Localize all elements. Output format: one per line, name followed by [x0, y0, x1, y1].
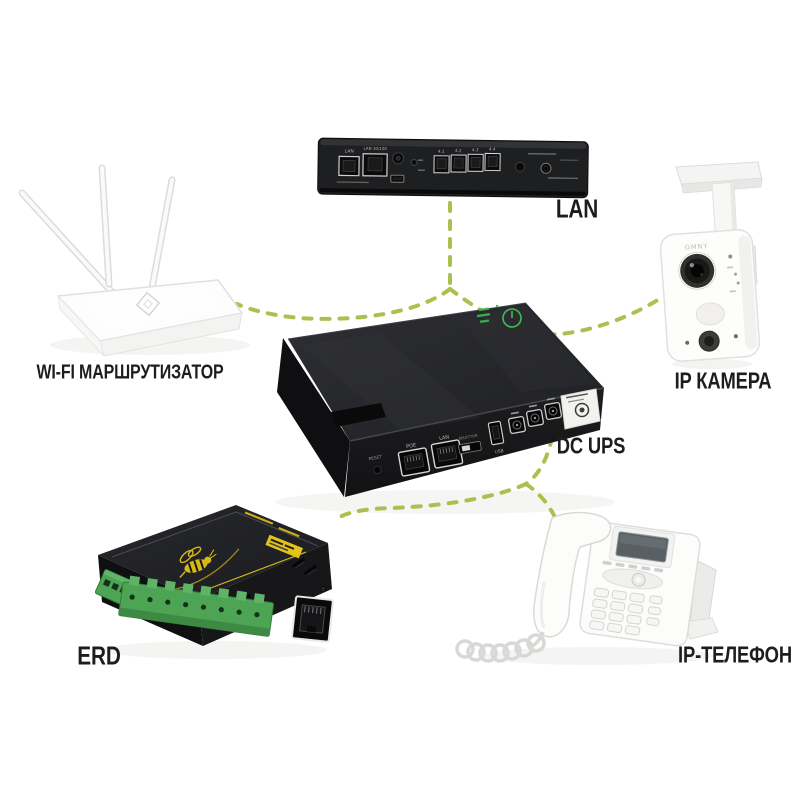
ip-phone-image	[455, 511, 719, 663]
ip-camera-image: OMNY	[659, 161, 763, 362]
ups-usb-port: USB	[487, 420, 504, 455]
label-lan: LAN	[555, 193, 599, 224]
switch-port-label-2: 4.2	[455, 148, 462, 153]
ups-reset: RESET	[368, 454, 383, 475]
wifi-router-image	[18, 164, 243, 357]
router-body-left	[57, 295, 105, 357]
camera-pir-sensor	[695, 302, 725, 326]
svg-text:LAN: LAN	[439, 434, 450, 442]
svg-text:USB: USB	[494, 448, 504, 455]
router-logo	[135, 291, 161, 317]
link-ups-to-router	[235, 287, 452, 321]
erd-screw	[319, 585, 327, 593]
svg-text:SELECTOR: SELECTOR	[458, 433, 478, 440]
ups-vent-panel	[331, 403, 386, 427]
ups-selector-switch: SELECTOR	[458, 433, 482, 455]
svg-text:RESET: RESET	[368, 454, 383, 461]
link-ups-to-erd	[333, 482, 528, 522]
label-ip-phone: IP-ТЕЛЕФОН	[678, 641, 792, 668]
camera-lens	[678, 251, 717, 290]
label-ip-camera: IP КАМЕРА	[674, 367, 772, 394]
label-wifi-router: WI-FI МАРШРУТИЗАТОР	[36, 361, 224, 384]
phone-keypad	[589, 587, 663, 636]
erd-lan-port	[290, 595, 334, 643]
svg-text:POE: POE	[406, 442, 417, 450]
phone-cord	[455, 631, 546, 663]
router-antennas	[18, 164, 176, 296]
switch-port-lan	[338, 155, 360, 177]
erd-top-face	[98, 505, 328, 600]
ups-led-panel	[476, 304, 522, 328]
link-ups-to-phone	[524, 482, 558, 521]
ups-side-sticker	[560, 388, 601, 430]
ups-poe-port: POE	[397, 442, 431, 477]
switch-reset-button	[515, 161, 526, 172]
camera-brand: OMNY	[685, 242, 709, 252]
camera-status-leds	[727, 254, 740, 293]
ups-lan-port: LAN	[430, 434, 464, 469]
ups-left-face	[277, 338, 350, 497]
switch-port-label-1: 4.1	[438, 149, 445, 154]
phone-handset	[533, 511, 612, 638]
switch-port-label-4: 4.4	[489, 146, 496, 151]
erd-device-image	[94, 505, 334, 646]
ups-dc-outputs	[507, 397, 563, 435]
label-erd: ERD	[77, 640, 121, 671]
erd-model-sticker	[265, 534, 303, 559]
switch-port-label-3: 4.3	[472, 147, 479, 152]
phone-function-keys	[602, 560, 664, 573]
switch-port-label-lan: LAN	[345, 148, 354, 154]
erd-terminal-big	[118, 575, 274, 637]
switch-port-label-lan10100: LAN 10/100	[364, 146, 388, 151]
dc-ups-image: RESET POE LAN SELECTOR USB	[277, 302, 605, 497]
label-dc-ups: DC UPS	[556, 432, 626, 459]
link-ups-to-camera	[448, 287, 666, 337]
switch-port-group	[433, 152, 501, 174]
switch-port-lan10100	[362, 153, 388, 177]
lan-switch-image: LAN LAN 10/100 4.1 4.2 4.3 4.4	[317, 137, 589, 199]
